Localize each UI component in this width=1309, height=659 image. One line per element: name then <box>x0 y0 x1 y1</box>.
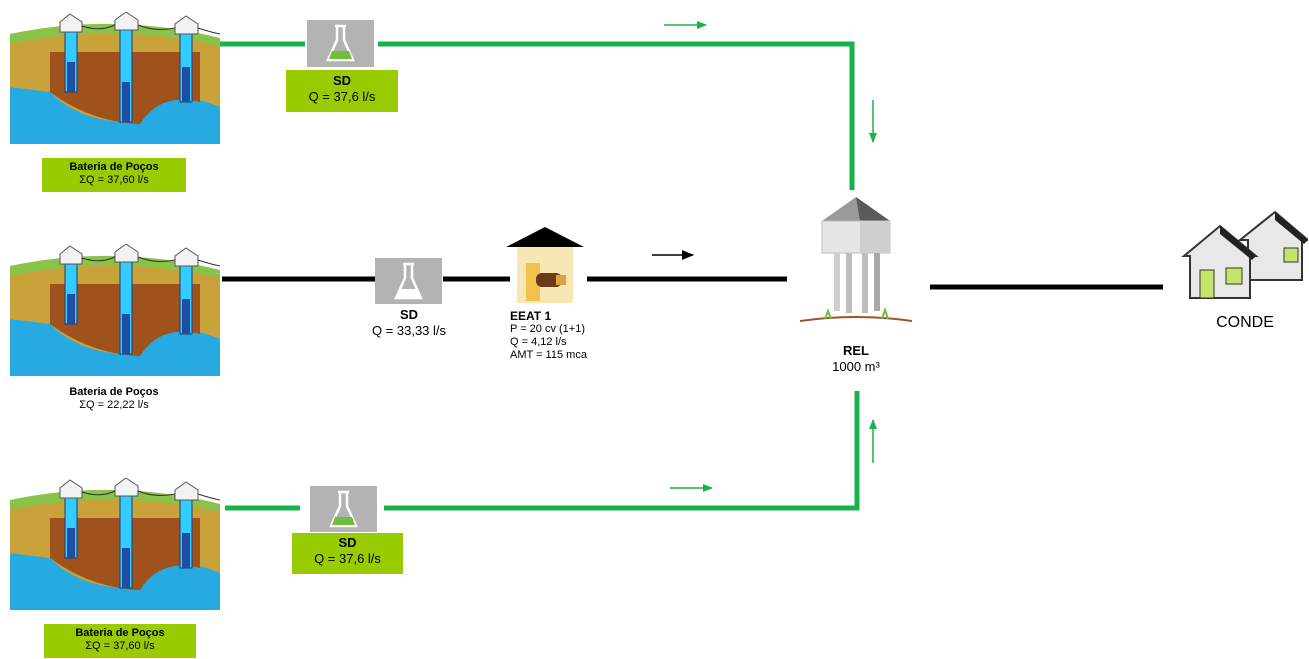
well-title: Bateria de Poços <box>69 386 159 398</box>
well-flow: ΣQ = 37,60 l/s <box>85 640 155 652</box>
well-battery-icon <box>10 478 220 610</box>
well-label-middle: Bateria de Poços ΣQ = 22,22 l/s <box>42 386 186 412</box>
eeat-amt: AMT = 115 mca <box>510 349 587 361</box>
sd-box-bottom <box>310 486 377 532</box>
flask-icon <box>329 490 358 528</box>
sd-flow: Q = 37,6 l/s <box>314 551 381 566</box>
sd-label-bottom: SD Q = 37,6 l/s <box>292 533 403 574</box>
well-label-top: Bateria de Poços ΣQ = 37,60 l/s <box>42 158 186 192</box>
flask-icon <box>326 24 355 62</box>
pipe-middle <box>222 276 1163 290</box>
eeat-label: EEAT 1 P = 20 cv (1+1) Q = 4,12 l/s AMT … <box>510 310 620 362</box>
pipe-top <box>218 41 855 190</box>
sd-title: SD <box>399 307 419 322</box>
well-title: Bateria de Poços <box>69 161 159 173</box>
sd-title: SD <box>332 73 352 88</box>
rel-volume: 1000 m³ <box>832 359 880 374</box>
eeat-power: P = 20 cv (1+1) <box>510 323 586 335</box>
flask-icon <box>394 262 423 300</box>
rel-label: REL 1000 m³ <box>800 343 912 375</box>
well-battery-icon <box>10 244 220 376</box>
pipe-bottom <box>225 391 860 511</box>
well-flow: ΣQ = 22,22 l/s <box>79 399 149 411</box>
well-title: Bateria de Poços <box>75 627 165 639</box>
sd-box-middle <box>375 258 442 304</box>
eeat-flow: Q = 4,12 l/s <box>510 336 567 348</box>
sd-label-top: SD Q = 37,6 l/s <box>286 70 398 112</box>
sd-label-middle: SD Q = 33,33 l/s <box>350 307 468 339</box>
rel-title: REL <box>843 343 869 358</box>
well-flow: ΣQ = 37,60 l/s <box>79 174 149 186</box>
water-tower-icon <box>800 197 912 322</box>
destination-label: CONDE <box>1216 314 1274 331</box>
sd-flow: Q = 33,33 l/s <box>371 323 447 338</box>
eeat-title: EEAT 1 <box>510 309 552 323</box>
well-label-bottom: Bateria de Poços ΣQ = 37,60 l/s <box>44 624 196 658</box>
houses-icon <box>1181 210 1308 299</box>
sd-flow: Q = 37,6 l/s <box>308 89 376 104</box>
well-battery-icon <box>10 12 220 144</box>
sd-box-top <box>307 20 374 67</box>
pump-station-icon <box>506 227 584 303</box>
sd-title: SD <box>338 535 357 550</box>
